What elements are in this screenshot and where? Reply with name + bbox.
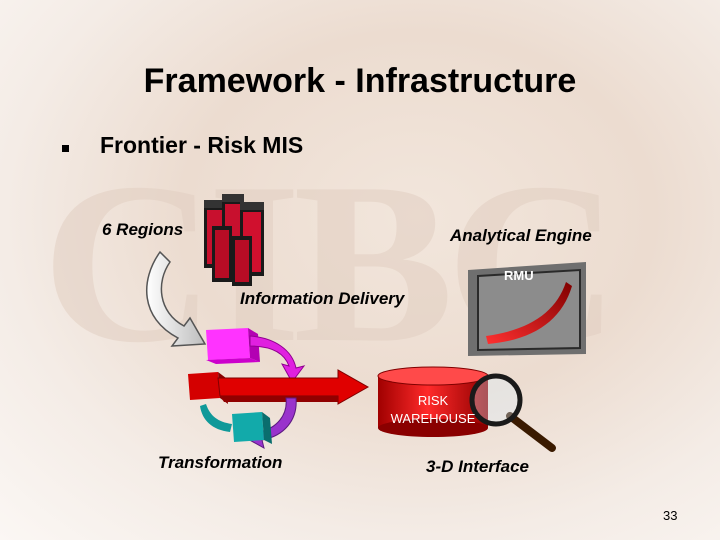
curved-arrow-icon <box>146 250 207 347</box>
slide-title: Framework - Infrastructure <box>143 62 577 100</box>
analytical-engine-label: Analytical Engine <box>450 226 592 245</box>
magnifying-glass-icon <box>469 373 556 452</box>
rmu-label: RMU <box>504 268 534 283</box>
risk-warehouse-line1: RISK <box>417 393 449 408</box>
transformation-label: Transformation <box>158 453 283 472</box>
servers-icon <box>204 194 264 286</box>
regions-label: 6 Regions <box>102 220 184 239</box>
page-number: 33 <box>663 508 678 523</box>
risk-warehouse-line2: WAREHOUSE <box>390 411 476 426</box>
3d-interface-label: 3-D Interface <box>426 457 529 476</box>
risk-warehouse-cylinder-icon <box>377 366 489 437</box>
bullet-icon <box>62 145 69 152</box>
teal-block-icon <box>200 404 272 444</box>
analytical-engine-monitor-icon <box>468 262 586 356</box>
risk-warehouse-label: RISK WAREHOUSE <box>378 392 488 428</box>
bullet-text: Frontier - Risk MIS <box>100 132 304 158</box>
information-delivery-label: Information Delivery <box>240 289 405 308</box>
red-arrow-icon <box>188 369 370 405</box>
